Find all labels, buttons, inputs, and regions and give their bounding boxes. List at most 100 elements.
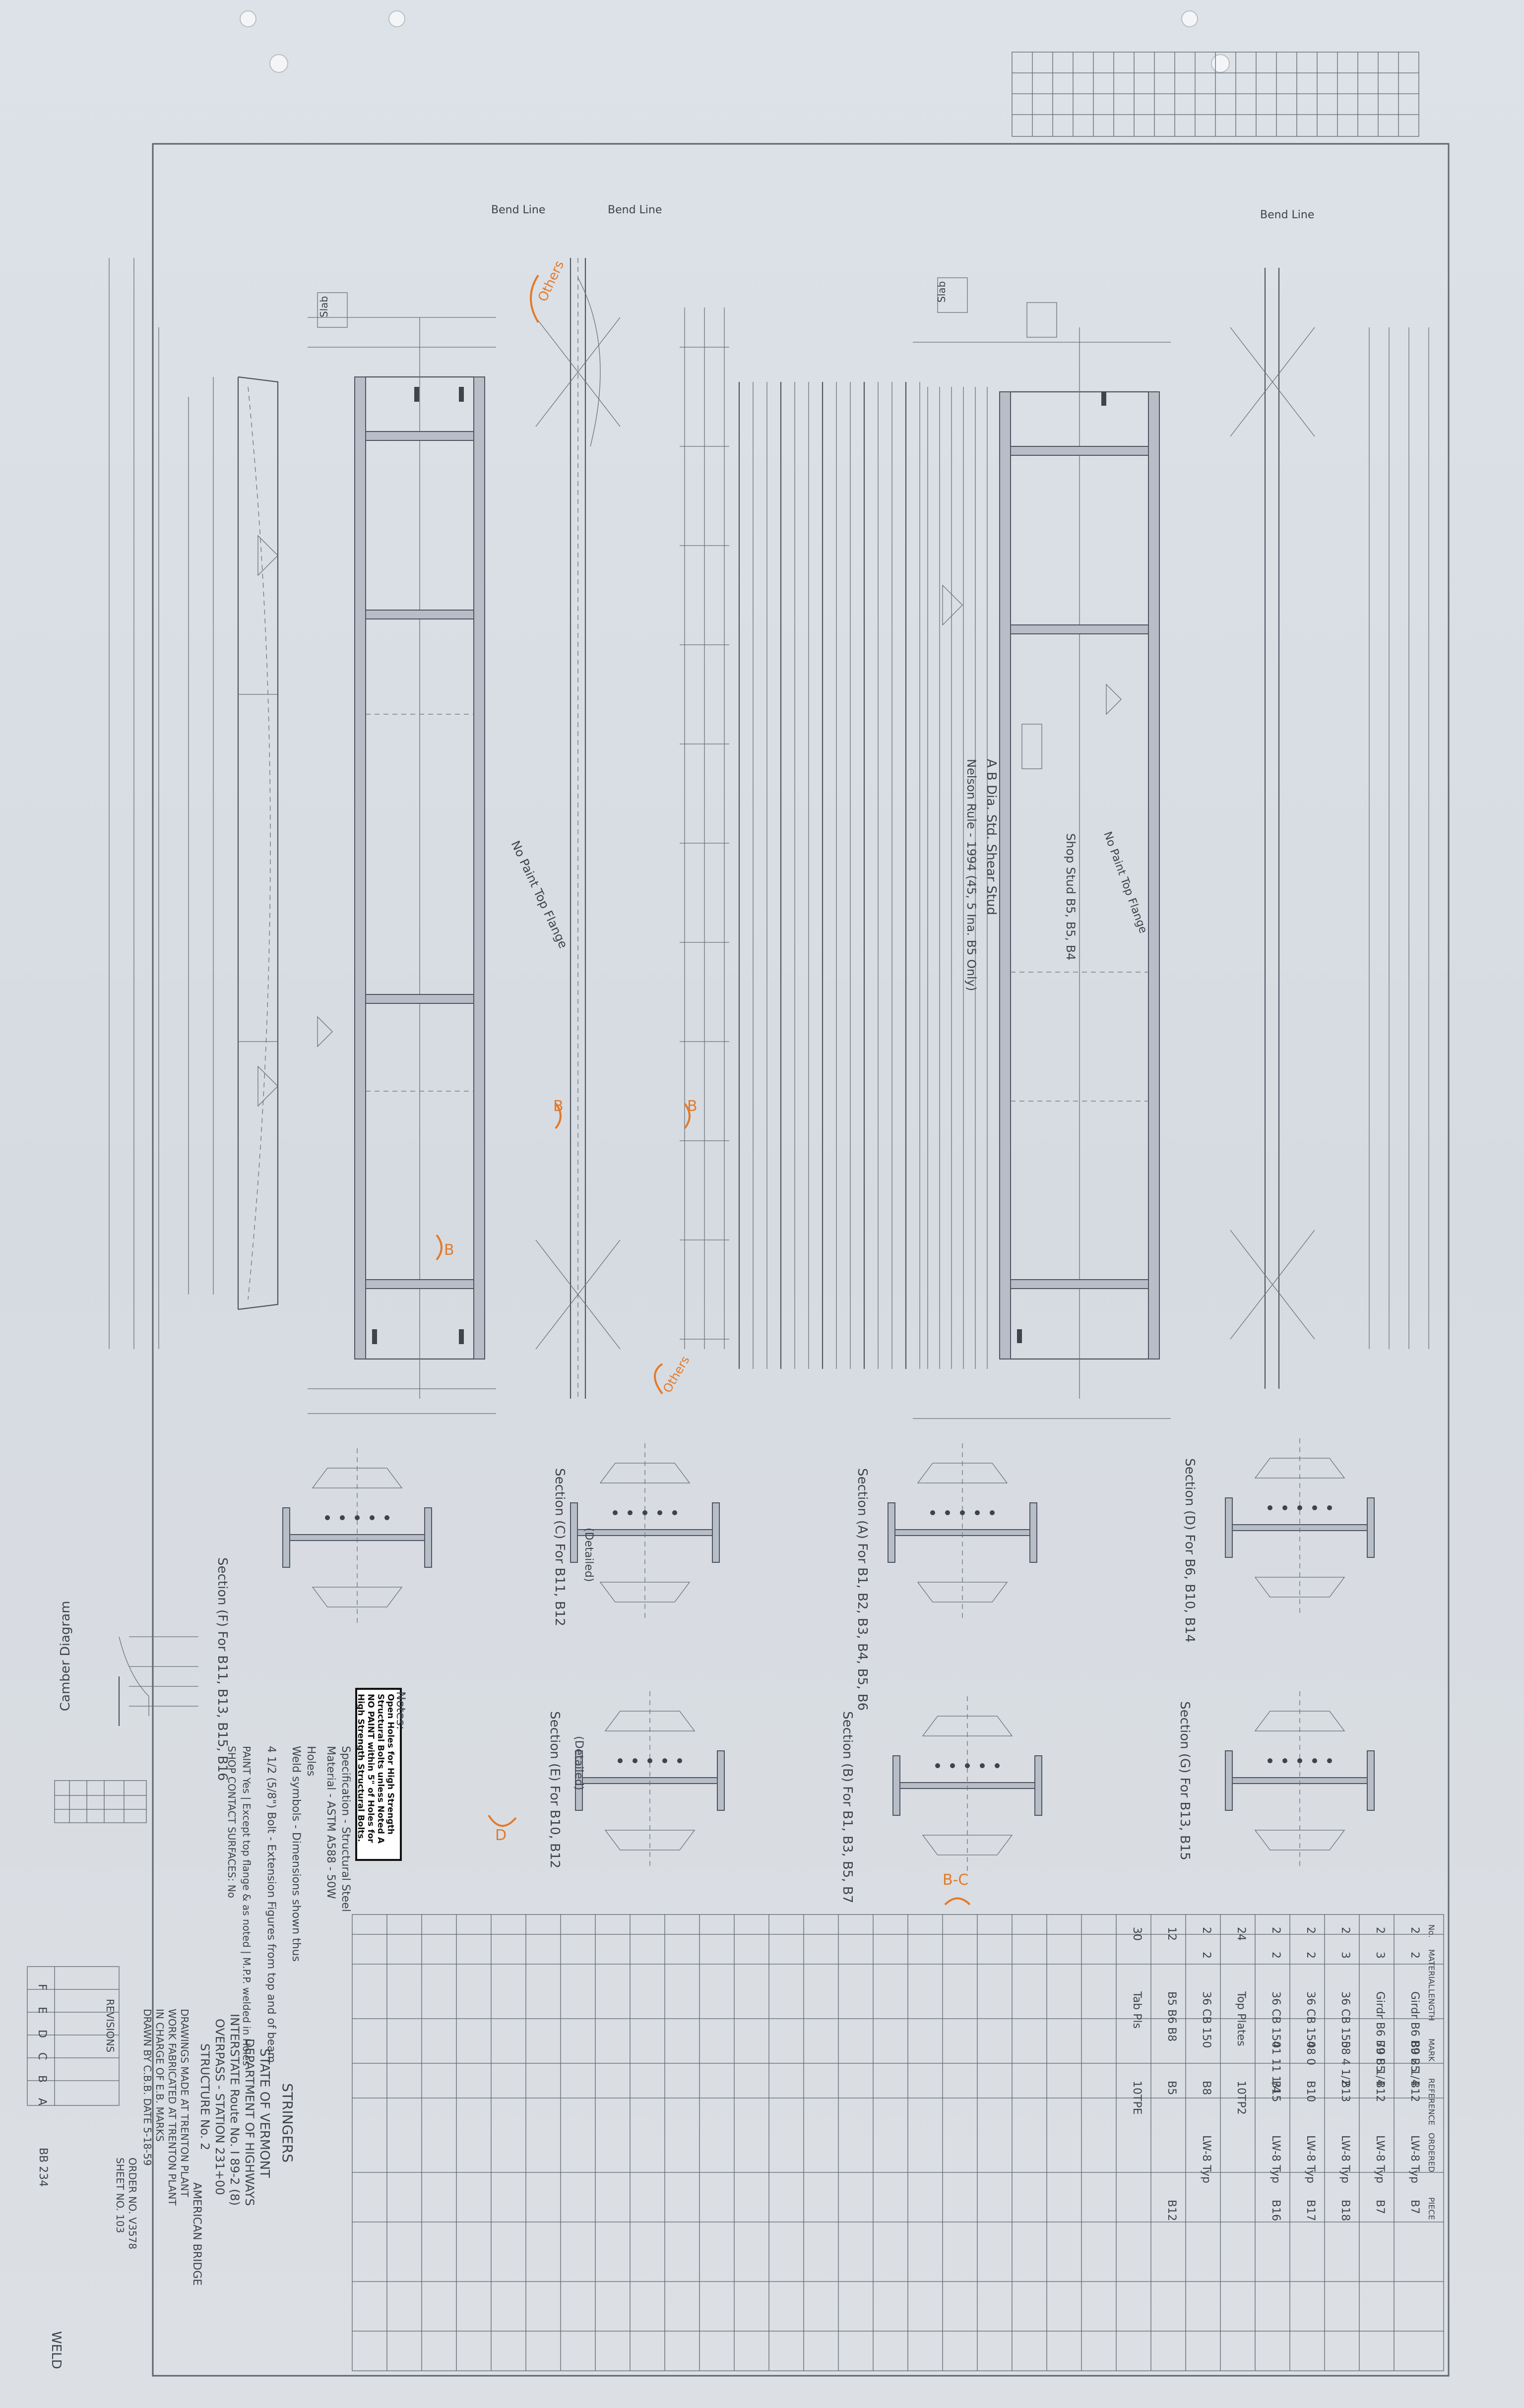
table-cell: 48 0 [1304,2041,1317,2065]
table-cell: LW-8 Typ [1374,2135,1386,2183]
title-line: DRAWN BY C.B.B. DATE 5-18-59 [141,2009,153,2166]
section-flange [1367,1750,1375,1811]
bolt-hole [1312,1505,1317,1510]
connection-plate [604,1711,696,1731]
detailed-label: (Detailed) [582,1528,595,1582]
section-flange [424,1507,432,1568]
bolt-hole [945,1510,950,1515]
warning-line: Structural Bolts unless Noted A [376,1694,385,1844]
bolt-hole [1327,1758,1332,1763]
revision-letter: A [36,2098,48,2105]
section-d-title: Section (D) For B6, B10, B14 [1182,1458,1197,1643]
revision-letter: D [36,2030,48,2038]
table-cell: B8 [1200,2081,1212,2095]
table-cell: 80 2 1/4 [1408,2041,1421,2086]
orange-mark: D [495,1827,507,1844]
bolt-hole [384,1515,389,1520]
connection-plate [599,1582,691,1603]
section-flange [575,1750,583,1811]
bolt-hole [1312,1758,1317,1763]
bolt-hole [642,1510,647,1515]
connection-plate [604,1830,696,1851]
left-girder-elevation [109,258,729,1414]
table-cell: B5 B6 B8 [1165,1991,1178,2041]
bolt-hole [1282,1758,1287,1763]
title-heading: STRINGERS [279,2083,296,2162]
table-cell: Tab Pls [1131,1991,1143,2029]
bolt-hole [325,1515,330,1520]
section-flange [570,1502,578,1563]
no-paint-note: No Paint Top Flange [508,839,571,951]
section-flange [1225,1750,1233,1811]
bend-line-label: Bend Line [491,204,545,216]
orange-annotations [436,274,971,1906]
section-flange [892,1755,900,1816]
detailed-label: (Detailed) [572,1736,585,1790]
bolt-hole [975,1510,980,1515]
warning-notice-box [355,1688,402,1861]
table-cell: B5 [1165,2081,1178,2095]
title-line: INTERSTATE Route No. I 89-2 (8) [228,2014,242,2206]
table-cell: 2 [1200,1927,1212,1934]
table-header: PIECE [1427,2197,1436,2220]
table-cell: Girdr B6 B9 B5 [1374,1991,1386,2072]
notes-heading: Notes: [394,1691,408,1729]
table-cell: Top Plates [1235,1991,1247,2046]
bolt-hole [613,1510,618,1515]
binder-hole [1181,10,1198,27]
bolt-hole [1297,1505,1302,1510]
bolt-hole [990,1510,995,1515]
bolt-hole [950,1763,955,1768]
slab-label: Slab [318,296,330,317]
note-line: Holes [305,1746,317,1776]
connection-plate [312,1468,403,1488]
table-cell: 70 8 1/4 [1374,2041,1386,2086]
table-cell: B7 [1374,2200,1386,2214]
table-cell: B18 [1339,2200,1351,2221]
table-cell: 41 11 1/4 [1270,2041,1282,2093]
section-e-title: Section (E) For B10, B12 [547,1711,562,1868]
bend-line-label: Bend Line [608,204,662,216]
table-cell: B10 [1304,2081,1317,2102]
table-cell: B12 [1408,2081,1421,2102]
connection-plate [1254,1458,1345,1479]
revision-letter: B [36,2075,48,2083]
bolt-hole [1268,1505,1272,1510]
table-cell: 36 CB 150 [1339,1991,1351,2048]
bolt-hole [1268,1758,1272,1763]
paint-note: PAINT Yes | Except top flange & as noted… [241,1746,253,2066]
table-cell: 2 [1304,1952,1317,1959]
section-g-title: Section (G) For B13, B15 [1177,1701,1192,1860]
right-girder-elevation [738,268,1429,1419]
section-f-title: Section (F) For B11, B13, B15, B16 [215,1557,230,1781]
section-flange [717,1750,725,1811]
table-cell: 2 [1339,1927,1351,1934]
section-flange [712,1502,720,1563]
table-cell: 2 [1200,1952,1212,1959]
bolt-hole [355,1515,360,1520]
revision-letter: C [36,2052,48,2060]
bolt-hole [930,1510,935,1515]
shop-contact-note: SHOP CONTACT SURFACES: No [226,1746,238,1898]
section-b-title: Section (B) For B1, B3, B5, B7 [840,1711,855,1903]
bolt-hole [960,1510,965,1515]
weld-label: WELD [49,2331,64,2369]
table-header: MATERIAL [1427,1949,1436,1988]
warning-line: High Strength Structural Bolts. [356,1694,366,1842]
table-header: ORDERED [1427,2133,1436,2172]
bolt-hole [662,1758,667,1763]
table-cell: B15 [1270,2081,1282,2102]
table-cell: 2 [1408,1927,1421,1934]
bill-of-material-table [352,1914,1444,2371]
table-cell: LW-8 Typ [1270,2135,1282,2183]
table-cell: 36 CB 150 [1304,1991,1317,2048]
table-cell: 2 [1270,1927,1282,1934]
drawing-labels: Bend Line Bend Line Bend Line Slab Slab … [58,204,1314,2066]
table-cell: LW-8 Typ [1304,2135,1317,2183]
bolt-hole [1297,1758,1302,1763]
bolt-hole [370,1515,375,1520]
bolt-hole [633,1758,637,1763]
bbe-number: BB 234 [37,2148,49,2187]
title-line: WORK FABRICATED AT TRENTON PLANT [166,2009,178,2206]
